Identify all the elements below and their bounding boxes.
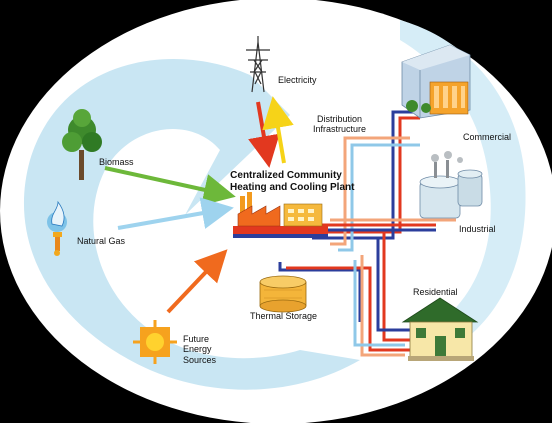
central-plant-icon [233, 192, 328, 238]
electricity-label: Electricity [278, 75, 317, 85]
plant-title: Centralized Community Heating and Coolin… [230, 170, 355, 193]
residential-label: Residential [413, 287, 458, 297]
sun-icon [133, 320, 177, 364]
future-energy-line3: Sources [183, 354, 217, 365]
future-energy-label: Future Energy Sources [183, 334, 216, 365]
distribution-label-line2: Infrastructure [313, 124, 367, 135]
thermal-storage-label: Thermal Storage [250, 311, 318, 321]
biomass-arrow [104, 166, 236, 206]
future-energy-arrow [166, 249, 228, 314]
industrial-label: Industrial [459, 224, 496, 234]
house-icon [401, 297, 479, 361]
electricity-in-arrow [248, 101, 280, 168]
biomass-label: Biomass [99, 157, 134, 167]
gas-flame-icon [47, 200, 67, 256]
natural-gas-label: Natural Gas [77, 236, 126, 246]
electricity-tower-icon [246, 36, 270, 93]
distribution-pipes [278, 110, 456, 357]
distribution-label: Distribution Infrastructure [313, 114, 366, 135]
cycle-swirl [23, 59, 360, 390]
distribution-label-line1: Distribution [317, 114, 363, 124]
thermal-storage-tank-icon [259, 275, 307, 313]
natural-gas-arrow [117, 197, 234, 230]
plant-title-line2: Heating and Cooling Plant [230, 181, 355, 193]
right-swirl [400, 20, 526, 350]
commercial-label: Commercial [463, 132, 512, 142]
tree-icon [62, 109, 102, 180]
commercial-buildings-icon [401, 44, 471, 119]
electricity-out-arrow [262, 96, 294, 164]
future-energy-line2: Energy [183, 344, 212, 355]
industrial-facility-icon [419, 151, 483, 219]
future-energy-line1: Future [183, 334, 210, 344]
plant-title-line1: Centralized Community [230, 170, 342, 181]
